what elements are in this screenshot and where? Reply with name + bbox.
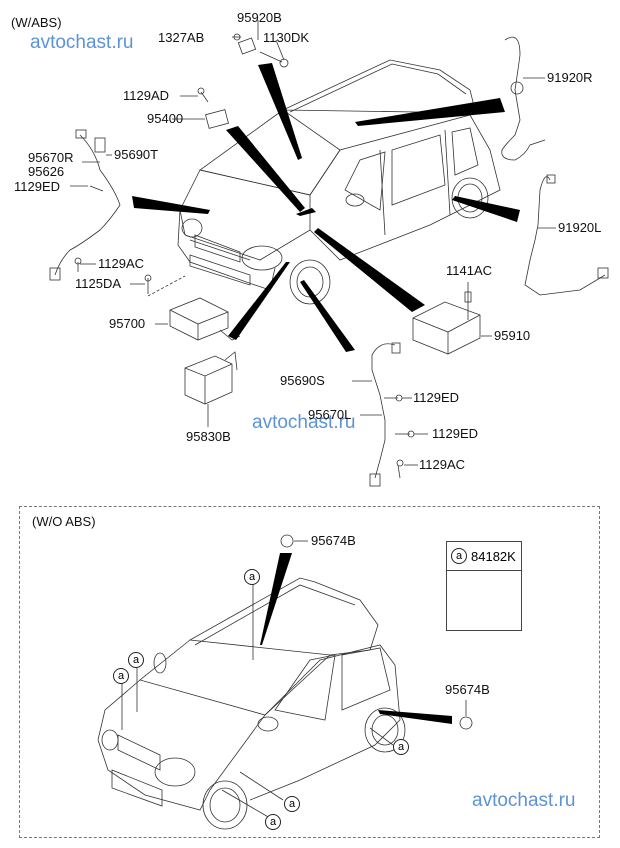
legend-box: a 84182K [446,541,522,631]
section-with-abs: (W/ABS) [11,15,62,30]
part-shapes-upper [49,33,609,487]
callout-a[interactable]: a [113,668,129,684]
callout-a[interactable]: a [393,739,409,755]
part-label-95920B[interactable]: 95920B [237,10,282,25]
part-label-95910[interactable]: 95910 [494,328,531,343]
grommet-icon-side [459,716,473,730]
part-label-1129ED-left[interactable]: 1129ED [14,179,61,194]
without-abs-panel [19,506,600,838]
part-label-95670L[interactable]: 95670L [308,407,352,422]
legend-symbol: a [451,548,467,564]
part-label-95674B-top[interactable]: 95674B [311,533,356,548]
part-label-1129AC-left[interactable]: 1129AC [98,256,145,271]
watermark-bottom: avtochast.ru [472,790,576,811]
car-outline-upper [177,59,501,305]
part-label-1125DA[interactable]: 1125DA [75,276,122,291]
part-label-91920L[interactable]: 91920L [558,220,602,235]
part-label-95670R[interactable]: 95670R [28,150,74,165]
pointer-wedges [132,63,520,724]
part-label-95690T[interactable]: 95690T [114,147,159,162]
part-label-1327AB[interactable]: 1327AB [158,30,205,45]
car-outline-lower [97,577,406,830]
part-label-1129AC-right[interactable]: 1129AC [419,457,466,472]
legend-part-number[interactable]: 84182K [471,548,516,564]
part-label-91920R[interactable]: 91920R [547,70,593,85]
callout-a[interactable]: a [128,652,144,668]
part-label-1141AC[interactable]: 1141AC [446,263,493,278]
part-label-95830B[interactable]: 95830B [186,429,231,444]
grommet-icon-top [280,534,294,548]
part-label-1129ED-right-2[interactable]: 1129ED [432,426,479,441]
part-label-95690S[interactable]: 95690S [280,373,325,388]
callout-a[interactable]: a [265,814,281,830]
callout-a[interactable]: a [244,569,260,585]
watermark-middle: avtochast.ru [252,412,356,433]
callout-a[interactable]: a [284,796,300,812]
part-label-95626[interactable]: 95626 [28,164,65,179]
part-label-95400[interactable]: 95400 [147,111,184,126]
part-label-1129ED-right-1[interactable]: 1129ED [413,390,460,405]
part-label-1130DK[interactable]: 1130DK [263,30,310,45]
part-label-95700[interactable]: 95700 [109,316,146,331]
section-without-abs: (W/O ABS) [32,514,96,529]
legend-header: a 84182K [447,542,521,571]
leader-lines-upper [70,20,556,466]
part-label-1129AD[interactable]: 1129AD [123,88,170,103]
watermark-top: avtochast.ru [30,32,134,53]
part-label-95674B-side[interactable]: 95674B [445,682,490,697]
